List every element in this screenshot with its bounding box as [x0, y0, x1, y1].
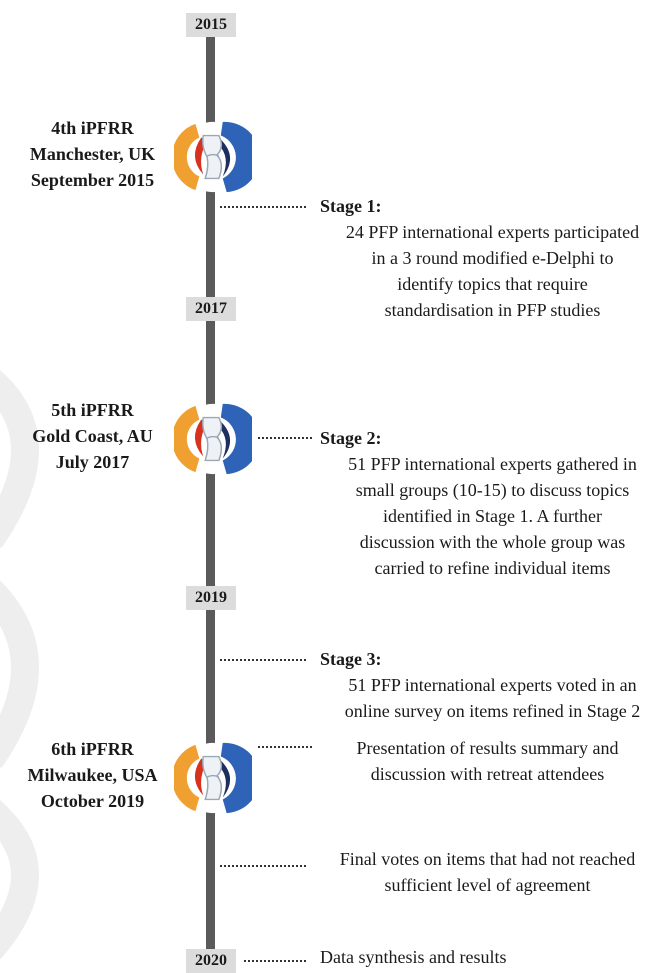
- stage-description-line: discussion with the whole group was: [359, 532, 626, 552]
- stage-description-line: identify topics that require: [397, 274, 588, 294]
- connector-presentation: [258, 746, 312, 748]
- stage-description-line: small groups (10-15) to discuss topics: [355, 480, 630, 500]
- stage-title: Stage 3:: [320, 649, 382, 669]
- event-title: 4th iPFRR: [51, 118, 134, 138]
- note-line: discussion with retreat attendees: [370, 764, 605, 784]
- event-label-milwaukee: 6th iPFRR Milwaukee, USA October 2019: [0, 736, 185, 814]
- event-date: July 2017: [55, 452, 130, 472]
- year-marker-2020: 2020: [186, 949, 236, 973]
- year-marker-2017: 2017: [186, 297, 236, 321]
- stage-description-line: in a 3 round modified e-Delphi to: [371, 248, 614, 268]
- year-marker-2015: 2015: [186, 13, 236, 37]
- stage-description-line: identified in Stage 1. A further: [383, 506, 602, 526]
- knee-joint-logo-icon: [174, 403, 252, 475]
- stage-3-block: Stage 3: 51 PFP international experts vo…: [320, 646, 665, 724]
- event-label-manchester: 4th iPFRR Manchester, UK September 2015: [0, 115, 185, 193]
- stage-title: Stage 1:: [320, 196, 382, 216]
- event-location: Gold Coast, AU: [32, 426, 153, 446]
- stage-description-line: carried to refine individual items: [374, 558, 611, 578]
- connector-stage-2: [258, 437, 312, 439]
- stage-description-line: online survey on items refined in Stage …: [344, 701, 641, 721]
- stage-description-line: standardisation in PFP studies: [384, 300, 601, 320]
- stage-description-line: 51 PFP international experts gathered in: [348, 454, 637, 474]
- note-line: Final votes on items that had not reache…: [339, 849, 636, 869]
- connector-final-votes: [220, 865, 306, 867]
- stage-2-block: Stage 2: 51 PFP international experts ga…: [320, 425, 665, 581]
- event-title: 5th iPFRR: [51, 400, 134, 420]
- stage-description: 24 PFP international experts participate…: [320, 219, 665, 323]
- watermark-graphic: [0, 370, 39, 960]
- event-date: September 2015: [30, 170, 155, 190]
- stage-1-block: Stage 1: 24 PFP international experts pa…: [320, 193, 665, 323]
- knee-joint-logo-icon: [174, 742, 252, 814]
- event-location: Milwaukee, USA: [27, 765, 158, 785]
- stage-description: 51 PFP international experts gathered in…: [320, 451, 665, 581]
- final-votes-note: Final votes on items that had not reache…: [320, 846, 655, 898]
- note-line: Presentation of results summary and: [356, 738, 619, 758]
- knee-joint-logo-icon: [174, 121, 252, 193]
- stage-description: 51 PFP international experts voted in an…: [320, 672, 665, 724]
- connector-synthesis: [244, 960, 306, 962]
- event-title: 6th iPFRR: [51, 739, 134, 759]
- presentation-note: Presentation of results summary and disc…: [320, 735, 655, 787]
- stage-description-line: 51 PFP international experts voted in an: [348, 675, 637, 695]
- connector-stage-1: [220, 206, 306, 208]
- stage-description-line: 24 PFP international experts participate…: [345, 222, 640, 242]
- event-date: October 2019: [40, 791, 145, 811]
- event-label-gold-coast: 5th iPFRR Gold Coast, AU July 2017: [0, 397, 185, 475]
- event-location: Manchester, UK: [29, 144, 156, 164]
- connector-stage-3: [220, 659, 306, 661]
- timeline-axis: [206, 18, 215, 968]
- note-line: sufficient level of agreement: [384, 875, 591, 895]
- year-marker-2019: 2019: [186, 586, 236, 610]
- stage-title: Stage 2:: [320, 428, 382, 448]
- synthesis-note: Data synthesis and results: [320, 947, 507, 967]
